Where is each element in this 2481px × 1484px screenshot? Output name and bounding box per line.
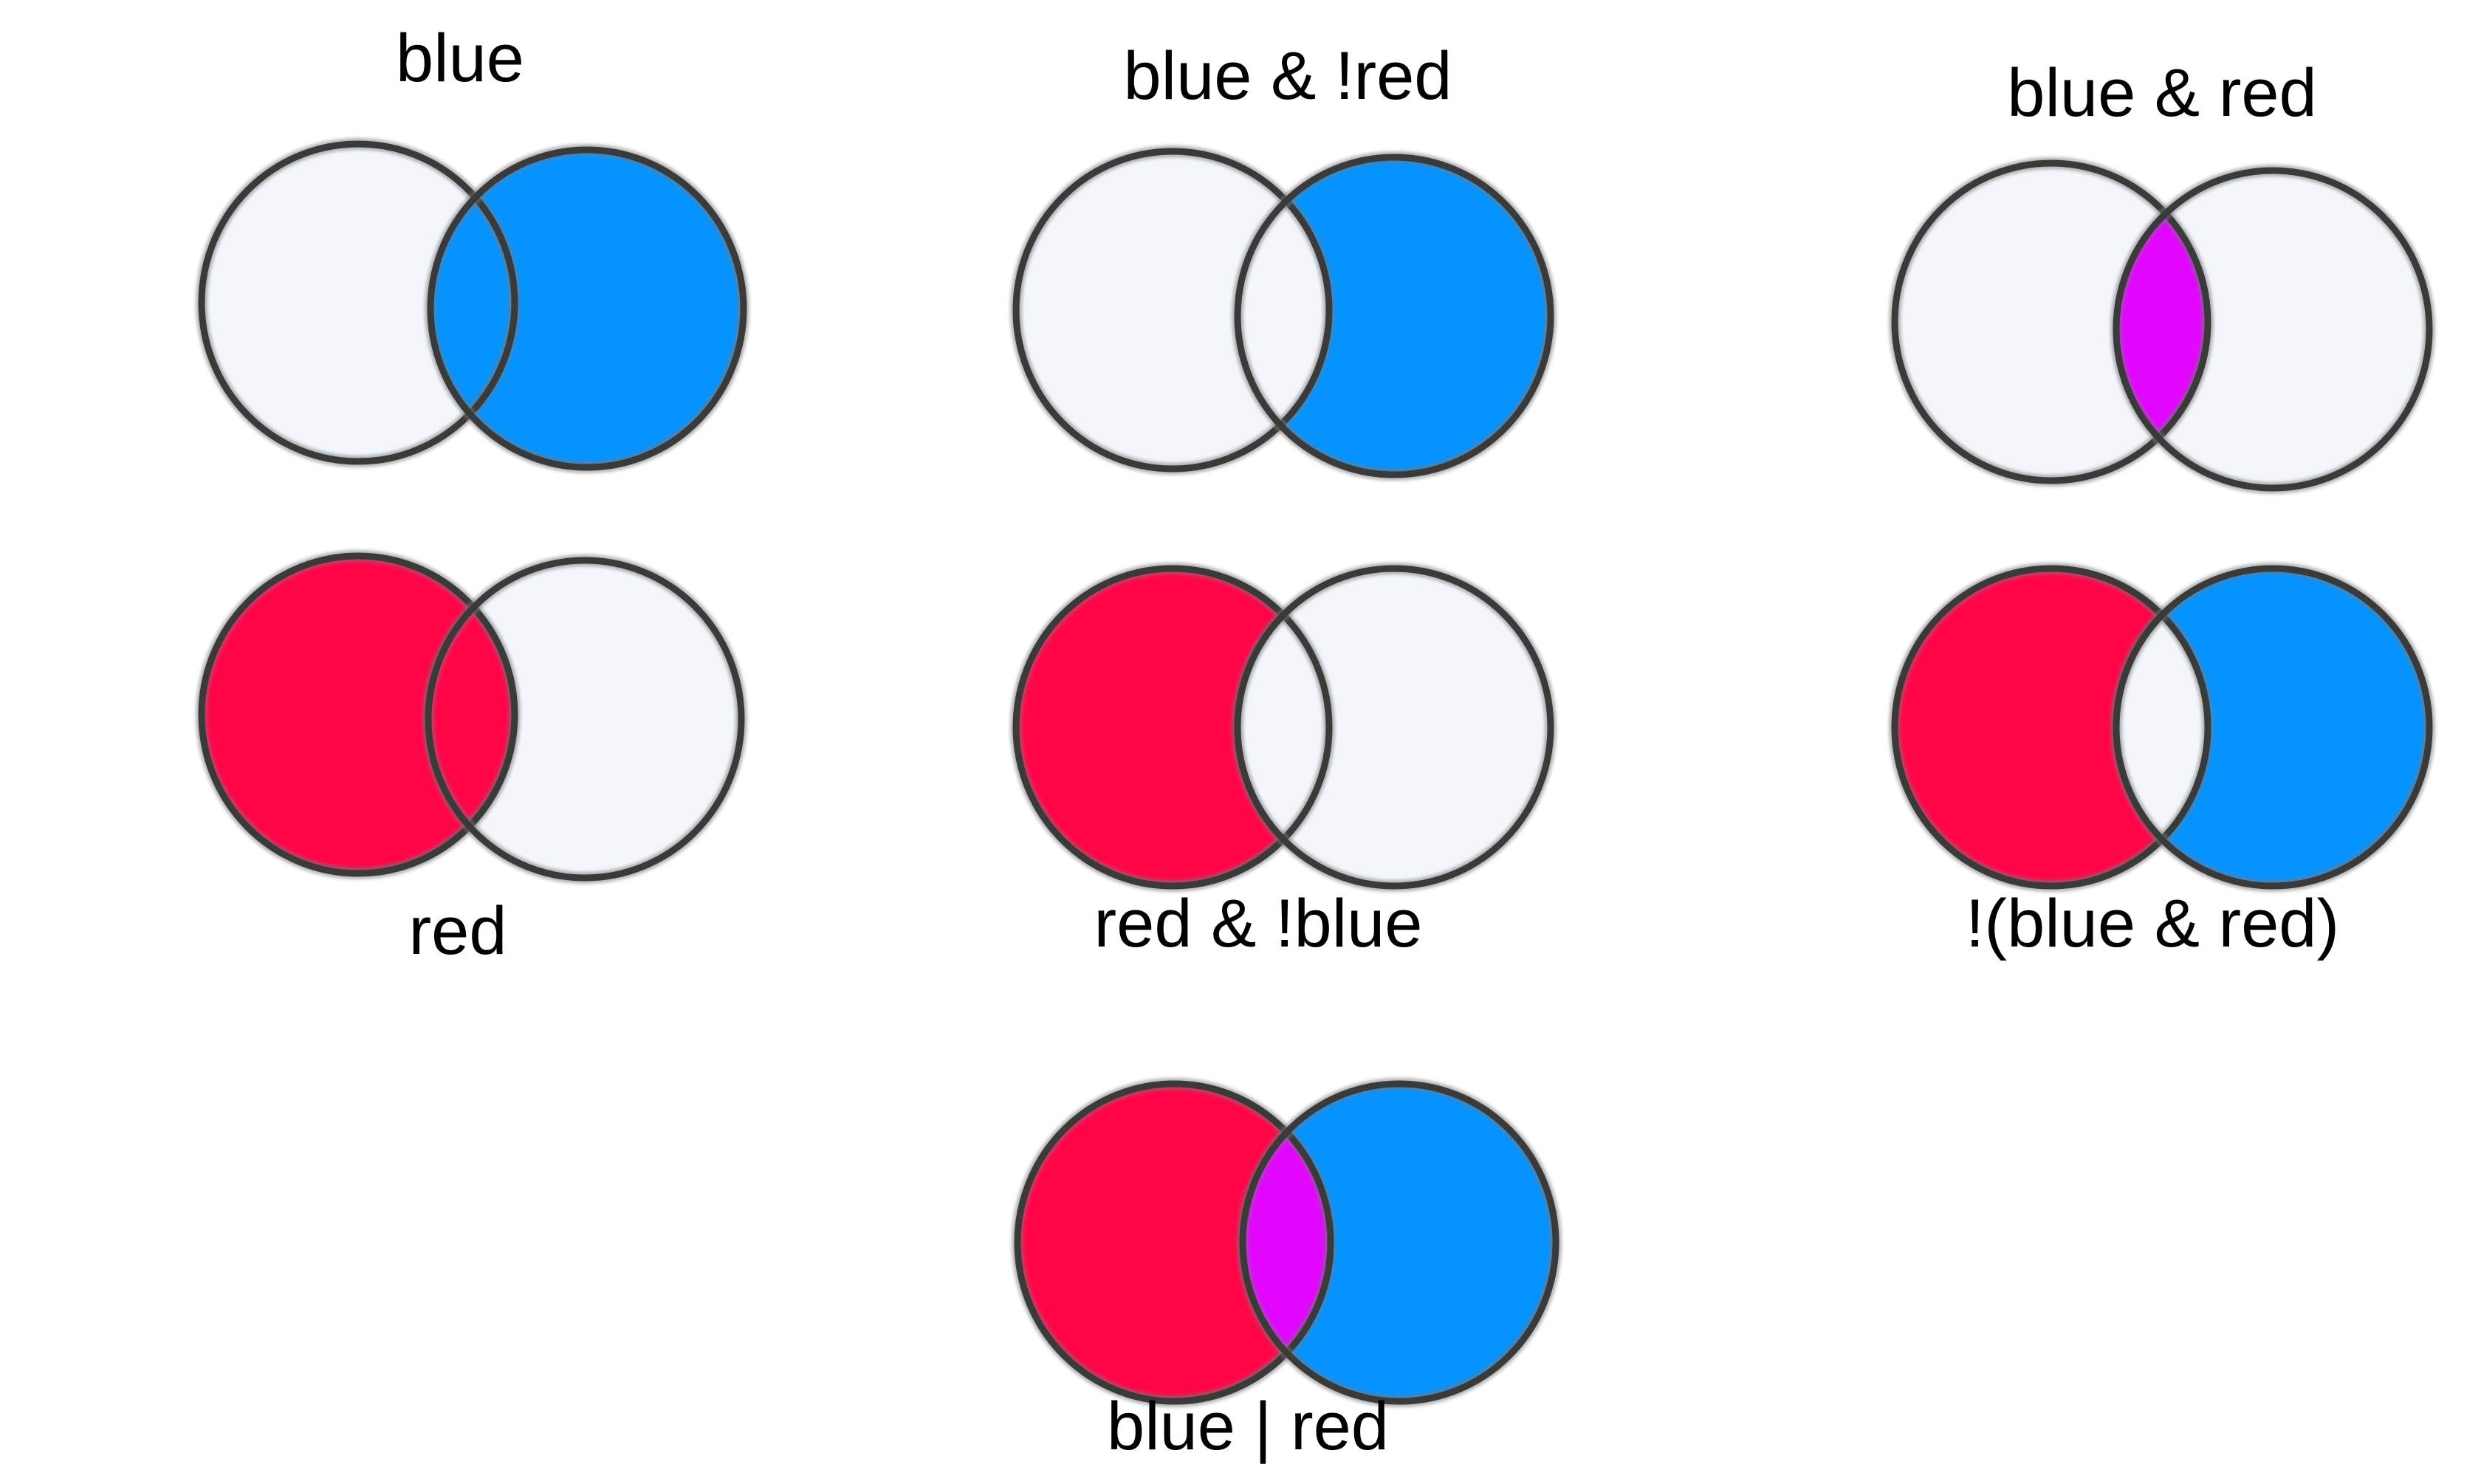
left-circle-outline [198,140,518,465]
venn-diagram: red & !blue [1010,563,1557,961]
right-circle-outline [425,557,745,882]
left-circle-outline [1891,159,2211,484]
right-set-region [428,560,741,878]
right-set-region [2116,568,2429,886]
venn-label: blue [396,21,524,96]
right-circle-outline [427,146,747,471]
right-circle-outline [2113,565,2433,890]
right-circle-outline [2113,167,2433,492]
left-set-region [1018,1084,1331,1401]
left-circle-outline [1012,148,1333,473]
venn-diagram: blue | red [1012,1078,1562,1464]
venn-diagram: !(blue & red) [1889,563,2435,961]
right-circle-outline [1239,1080,1559,1405]
venn-diagram: red [196,550,747,969]
left-circle-outline [1014,1080,1334,1405]
left-set-region [202,556,515,873]
right-set-region [1243,1084,1556,1401]
venn-diagram: blue [196,21,749,473]
left-set-region [202,144,515,461]
venn-label: blue & red [2007,55,2316,131]
right-circle-outline [1234,565,1554,890]
left-set-region [1895,568,2208,886]
venn-diagram: blue & red [1889,55,2435,494]
right-set-region [1238,568,1551,886]
venn-label: red & !blue [1094,886,1423,961]
left-circle-outline [198,552,518,877]
left-set-region [1016,568,1329,886]
right-set-region [430,150,744,467]
left-circle-outline [1012,565,1333,890]
venn-diagram: blue & !red [1010,38,1557,481]
left-circle-outline [1891,565,2211,890]
venn-label: blue | red [1107,1389,1389,1464]
venn-label: blue & !red [1124,38,1452,114]
right-circle-outline [1234,154,1554,478]
venn-label: red [409,893,507,969]
venn-label: !(blue & red) [1966,886,2339,961]
